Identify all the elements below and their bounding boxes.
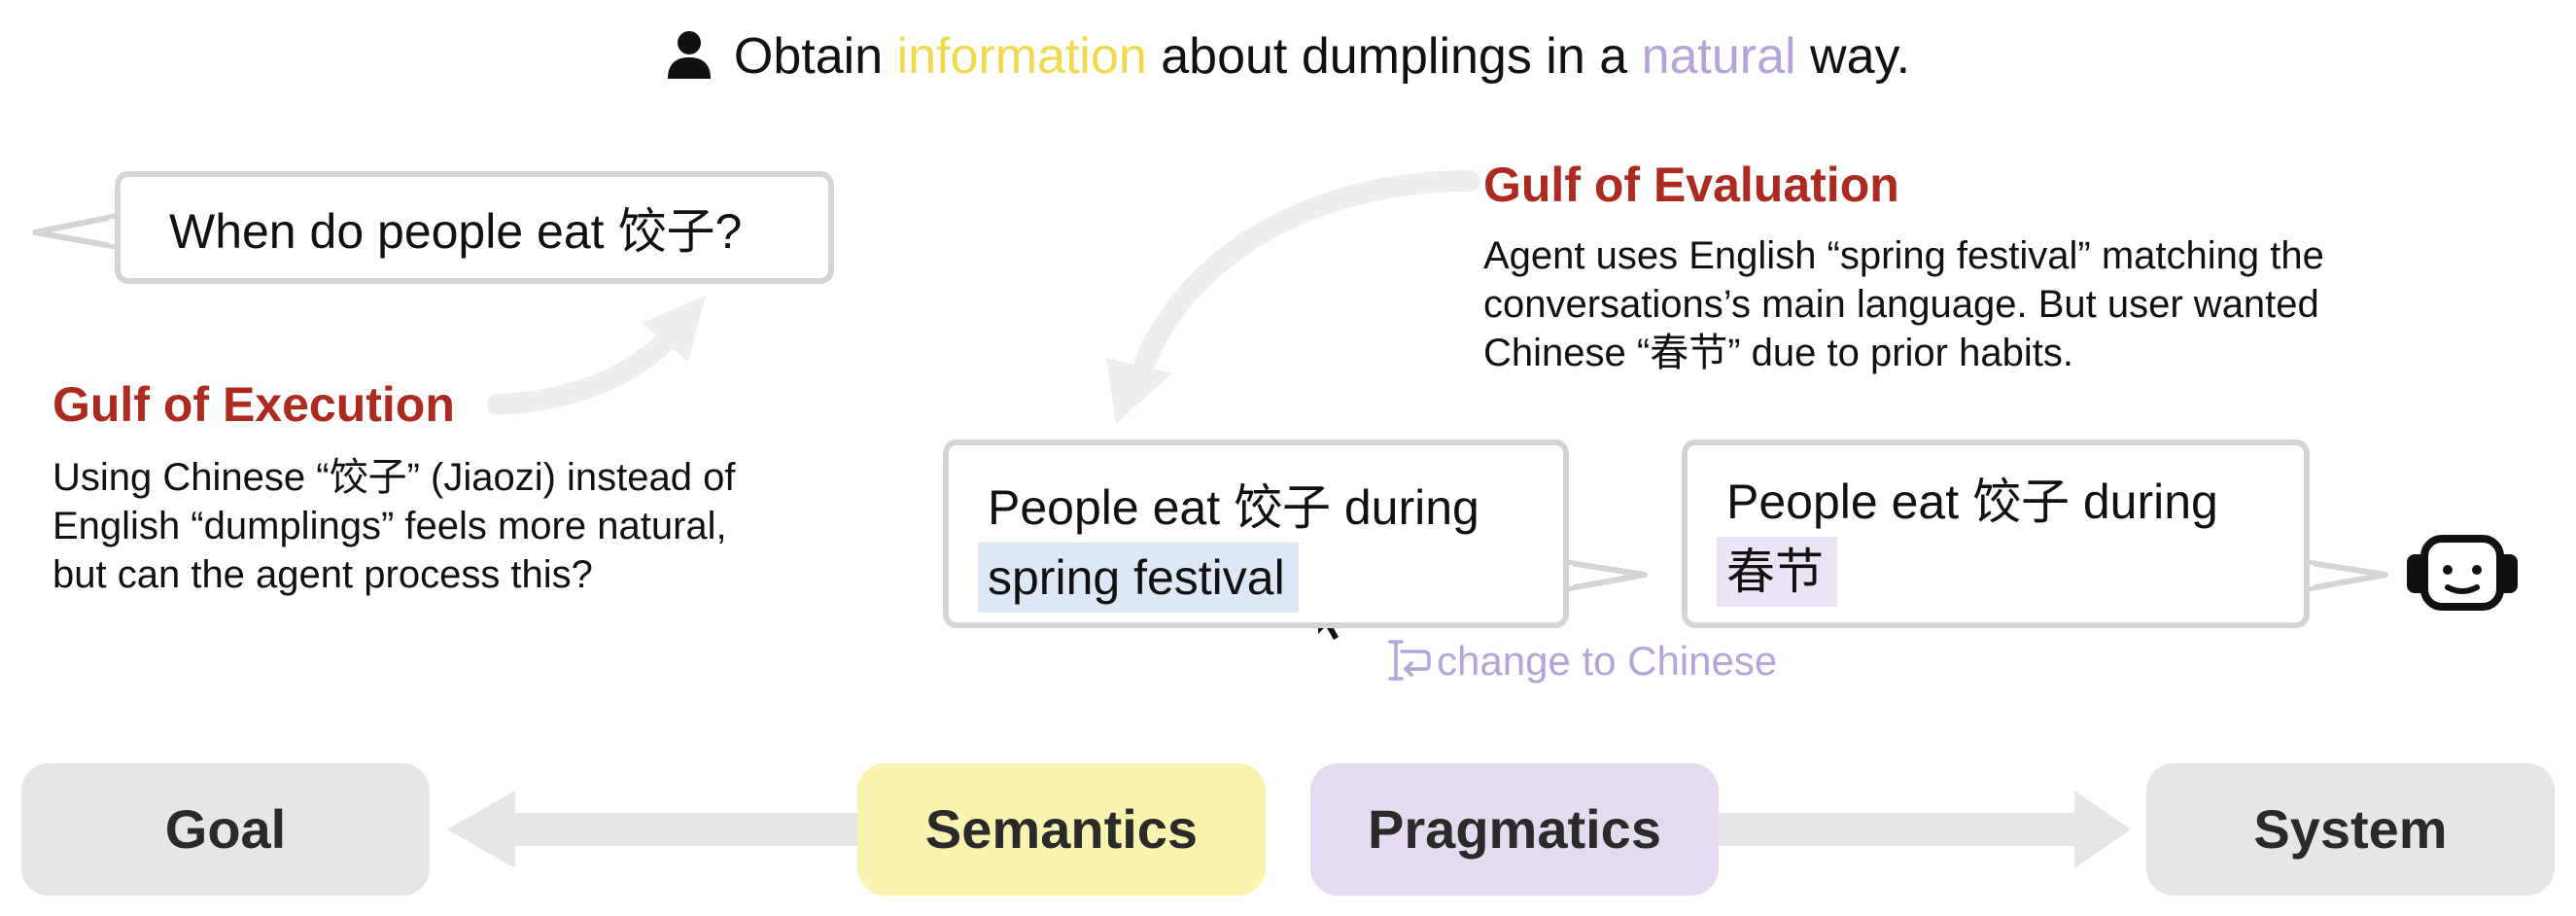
arrow-to-goal-shaft [515, 813, 865, 846]
system-block: System [2146, 763, 2555, 896]
semantics-block: Semantics [857, 763, 1266, 896]
user-message-text: When do people eat 饺子? [169, 204, 743, 259]
execution-line: Using Chinese “饺子” (Jiaozi) instead of [52, 456, 736, 499]
gulf-of-execution-description: Using Chinese “饺子” (Jiaozi) instead of E… [52, 453, 735, 599]
agent-revised-line: People eat 饺子 during [1726, 475, 2218, 529]
highlighted-phrase-english[interactable]: spring festival [978, 543, 1299, 613]
goal-highlight-information: information [896, 28, 1147, 85]
evaluation-arrow [1134, 170, 1480, 372]
goal-suffix: way. [1795, 28, 1911, 85]
evaluation-arrowhead [1106, 358, 1172, 424]
gulf-of-execution-title: Gulf of Execution [52, 377, 455, 432]
user-icon [667, 31, 711, 79]
change-note-text: change to Chinese [1437, 638, 1778, 684]
goal-prefix: Obtain [733, 28, 897, 85]
agent-response-original: People eat 饺子 during spring festival [943, 440, 1569, 628]
arrow-to-system-head [2074, 791, 2131, 868]
agent-original-line: People eat 饺子 during [988, 480, 1479, 535]
highlighted-phrase-chinese: 春节 [1717, 537, 1837, 607]
execution-line: English “dumplings” feels more natural, [52, 505, 727, 547]
user-bubble-tail [32, 213, 121, 250]
gulf-of-evaluation-title: Gulf of Evaluation [1483, 158, 1899, 212]
robot-icon [2407, 535, 2518, 611]
arrow-to-system-shaft [1711, 813, 2080, 846]
change-to-chinese-action[interactable]: change to Chinese [1382, 632, 1777, 690]
text-edit-icon [1388, 640, 1431, 681]
execution-arrow [487, 320, 686, 415]
agent-response-revised: People eat 饺子 during 春节 [1682, 440, 2310, 628]
evaluation-line: conversations’s main language. But user … [1483, 283, 2319, 326]
goal-block: Goal [21, 763, 430, 896]
goal-middle: about dumplings in a [1146, 28, 1642, 85]
evaluation-line: Agent uses English “spring festival” mat… [1483, 234, 2324, 277]
execution-arrowhead [642, 296, 706, 362]
goal-statement: Obtain information about dumplings in a … [0, 21, 2576, 91]
user-message-bubble: When do people eat 饺子? [115, 171, 834, 284]
gulf-of-evaluation-description: Agent uses English “spring festival” mat… [1483, 231, 2324, 377]
pragmatics-block: Pragmatics [1310, 763, 1719, 896]
goal-highlight-natural: natural [1641, 28, 1796, 85]
execution-line: but can the agent process this? [52, 553, 593, 596]
agent-bubble-1-tail [1561, 559, 1648, 592]
arrow-to-goal-head [447, 791, 515, 868]
evaluation-line: Chinese “春节” due to prior habits. [1483, 332, 2073, 374]
agent-bubble-2-tail [2302, 559, 2388, 592]
